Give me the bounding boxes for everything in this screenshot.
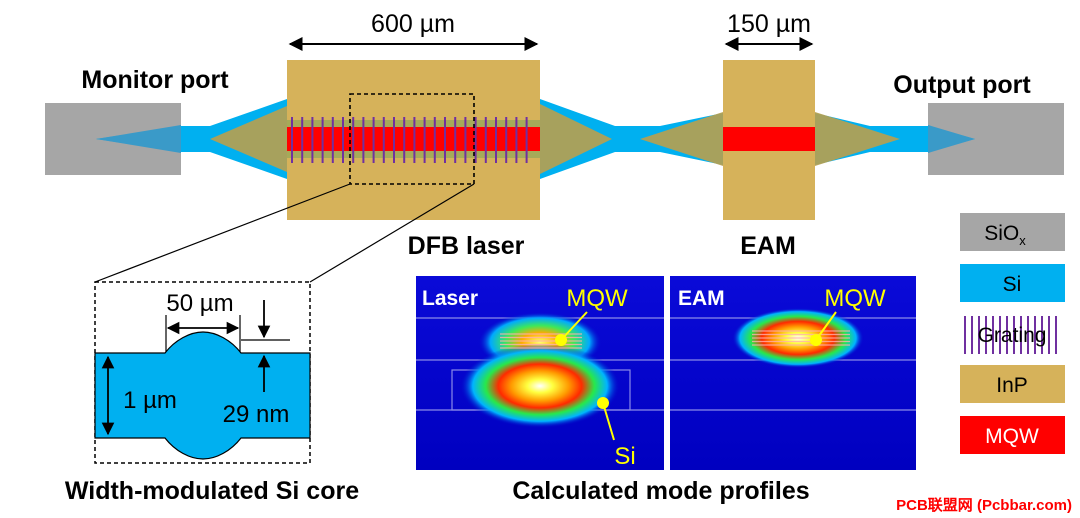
eam-mode-panel: EAM MQW [670, 276, 916, 470]
laser-mqw-label: MQW [566, 285, 628, 312]
zoom-line-right [309, 183, 475, 283]
laser-si-label: Si [614, 443, 635, 470]
zoom-line-left [94, 183, 351, 283]
legend-swatch-si [960, 264, 1065, 302]
legend-label-grating: Grating [978, 324, 1047, 347]
laser-mqw-pointer [560, 311, 588, 341]
legend-label-siox: SiOx [984, 222, 1026, 248]
si-core-height-label: 1 µm [123, 387, 177, 414]
monitor-port-label: Monitor port [81, 66, 229, 94]
laser-mode-panel: Laser MQW Si [416, 276, 664, 470]
grating-lines [291, 117, 528, 163]
eam-mqw-pointer [815, 311, 837, 341]
watermark: PCB联盟网 (Pcbbar.com) [896, 497, 1072, 514]
legend-swatch-grating [964, 316, 1057, 354]
inp-taper-left [210, 106, 287, 172]
output-port-label: Output port [893, 71, 1031, 99]
eam-label: EAM [740, 232, 796, 260]
si-core-caption: Width-modulated Si core [65, 477, 359, 505]
eam-length-label: 150 µm [727, 10, 811, 38]
si-core-width-label: 50 µm [166, 290, 233, 317]
legend-label-inp: InP [996, 374, 1028, 397]
zoom-box [349, 93, 475, 185]
legend: SiOx Si Grating InP MQW [960, 213, 1065, 454]
legend-swatch-siox [960, 213, 1065, 251]
output-port-tip [928, 125, 975, 153]
eam-mqw-label: MQW [824, 285, 886, 312]
inp-taper-eam-right [815, 112, 900, 166]
legend-label-si: Si [1003, 273, 1022, 296]
inp-taper-right [540, 104, 612, 174]
inp-taper-eam-left [640, 112, 723, 166]
si-core-inset: 50 µm 1 µm 29 nm [94, 281, 311, 464]
dfb-laser-label: DFB laser [408, 232, 525, 260]
legend-swatch-mqw [960, 416, 1065, 454]
waveguide-structure [45, 60, 1064, 283]
eam-panel-title: EAM [678, 287, 725, 310]
laser-mode-main [460, 344, 620, 428]
laser-si-pointer [602, 402, 615, 441]
si-waveguide [96, 99, 287, 179]
si-core-depth-label: 29 nm [223, 401, 290, 428]
laser-panel-title: Laser [422, 287, 478, 310]
laser-mqw-lines [500, 333, 582, 349]
legend-swatch-inp [960, 365, 1065, 403]
mqw-eam [723, 127, 815, 151]
monitor-port-tip [96, 125, 181, 153]
laser-length-label: 600 µm [371, 10, 455, 38]
mode-profiles-caption: Calculated mode profiles [512, 477, 809, 505]
legend-label-mqw: MQW [985, 425, 1039, 448]
eam-mqw-lines [752, 330, 850, 346]
